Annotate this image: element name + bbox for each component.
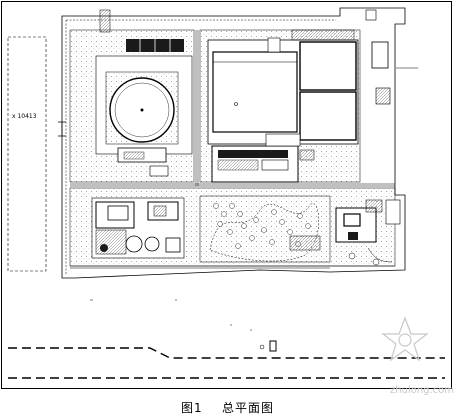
open-area-marks: [90, 299, 252, 331]
drawing-frame: [1, 1, 452, 389]
right-side-structures: [365, 9, 418, 105]
clarifier-tank-area: [95, 39, 193, 177]
internal-roads: [70, 30, 395, 269]
figure-title: 总平面图: [221, 401, 274, 415]
main-building-block: [207, 29, 359, 145]
left-plot-boundary: x 10413: [7, 36, 66, 272]
left-plot-label: x 10413: [12, 113, 37, 120]
figure-number: 图1: [181, 401, 203, 415]
southern-road-line: [8, 347, 445, 379]
watermark-text: zhulong.com: [390, 385, 455, 396]
survey-marker: [259, 340, 277, 352]
site-boundary: [61, 7, 406, 279]
watermark-logo: [381, 316, 429, 362]
process-building: [211, 133, 315, 183]
figure-caption: 图1 总平面图: [0, 399, 455, 416]
site-plan-drawing: x 10413: [7, 7, 445, 379]
entrance-structure: [99, 9, 111, 33]
office-building: [335, 199, 401, 266]
landscaped-garden: [199, 195, 331, 263]
treatment-units: [91, 197, 185, 259]
